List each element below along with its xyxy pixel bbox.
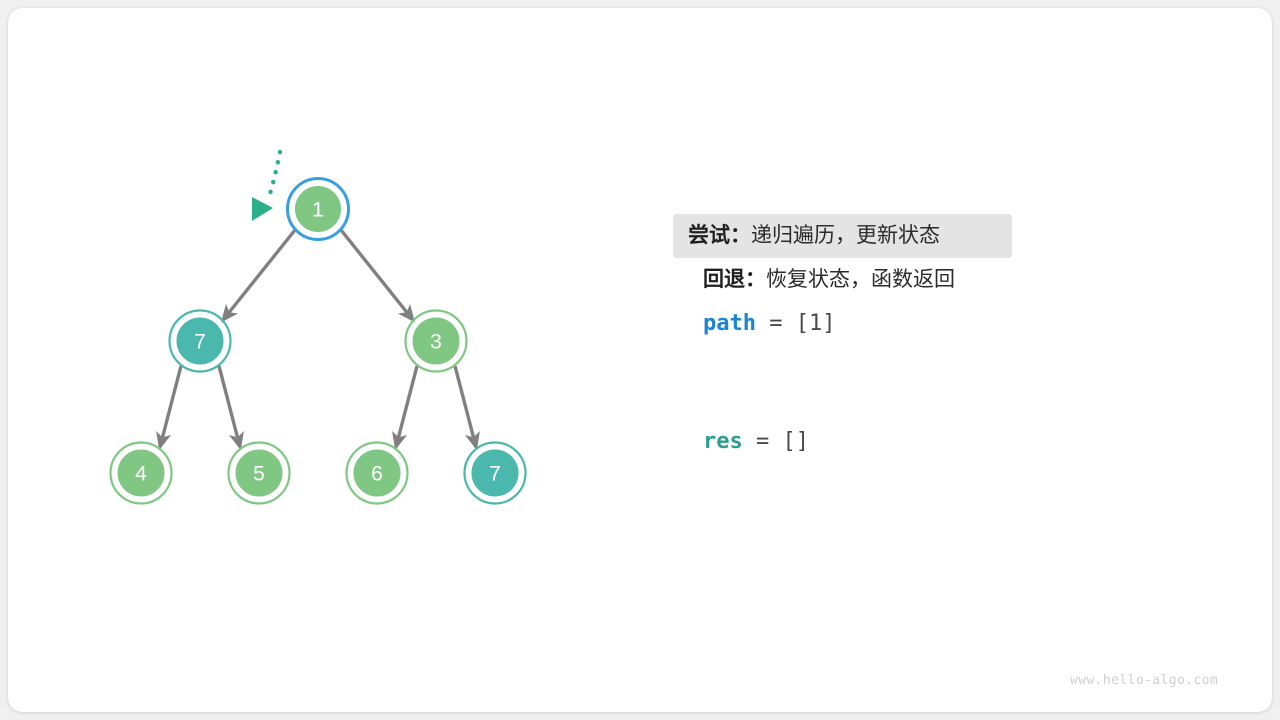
edge-1-7 <box>221 228 297 323</box>
recursion-entry-pointer <box>252 149 283 221</box>
path-state-line: path = [1] <box>688 302 1108 346</box>
res-state-line: res = [] <box>688 420 1108 464</box>
tree-node-label: 1 <box>312 199 324 222</box>
path-variable-name: path <box>703 311 756 336</box>
try-step-line: 尝试：递归遍历，更新状态 <box>673 214 1012 258</box>
edge-7-5 <box>217 365 244 451</box>
tree-node-label: 5 <box>253 463 265 486</box>
tree-node-7-left[interactable]: 7 <box>168 309 232 373</box>
try-step-line-wrap: 尝试：递归遍历，更新状态 <box>673 214 1108 258</box>
tree-node-label: 7 <box>489 463 501 486</box>
try-step-key: 尝试： <box>688 224 751 247</box>
tree-node-4[interactable]: 4 <box>109 441 173 505</box>
path-equals-sign: = <box>769 311 783 336</box>
tree-node-6[interactable]: 6 <box>345 441 409 505</box>
tree-nodes: 1 7 3 4 <box>109 177 527 505</box>
tree-edges <box>156 228 480 451</box>
diagram-card <box>8 8 1272 712</box>
res-variable-name: res <box>703 429 743 454</box>
panel-spacer <box>688 346 1108 420</box>
backtrack-step-key: 回退： <box>703 268 766 291</box>
try-step-value: 递归遍历，更新状态 <box>751 224 940 247</box>
edge-7-4 <box>156 365 183 451</box>
res-equals-sign: = <box>756 429 770 454</box>
backtrack-step-value: 恢复状态，函数返回 <box>766 268 955 291</box>
edge-3-6 <box>392 365 419 451</box>
site-watermark: www.hello-algo.com <box>1070 673 1219 688</box>
tree-node-label: 6 <box>371 463 383 486</box>
state-panel: 尝试：递归遍历，更新状态 回退：恢复状态，函数返回 path = [1] res… <box>673 214 1108 464</box>
path-value: [1] <box>795 311 836 336</box>
tree-node-label: 3 <box>430 331 442 354</box>
tree-node-5[interactable]: 5 <box>227 441 291 505</box>
tree-node-label: 4 <box>135 463 147 486</box>
res-value: [] <box>782 429 810 454</box>
edge-1-3 <box>339 228 415 323</box>
edge-3-7 <box>453 365 480 451</box>
tree-node-7-right[interactable]: 7 <box>463 441 527 505</box>
backtrack-step-line: 回退：恢复状态，函数返回 <box>688 258 1108 302</box>
tree-node-label: 7 <box>194 331 206 354</box>
tree-node-3[interactable]: 3 <box>404 309 468 373</box>
tree-node-1[interactable]: 1 <box>286 177 350 241</box>
